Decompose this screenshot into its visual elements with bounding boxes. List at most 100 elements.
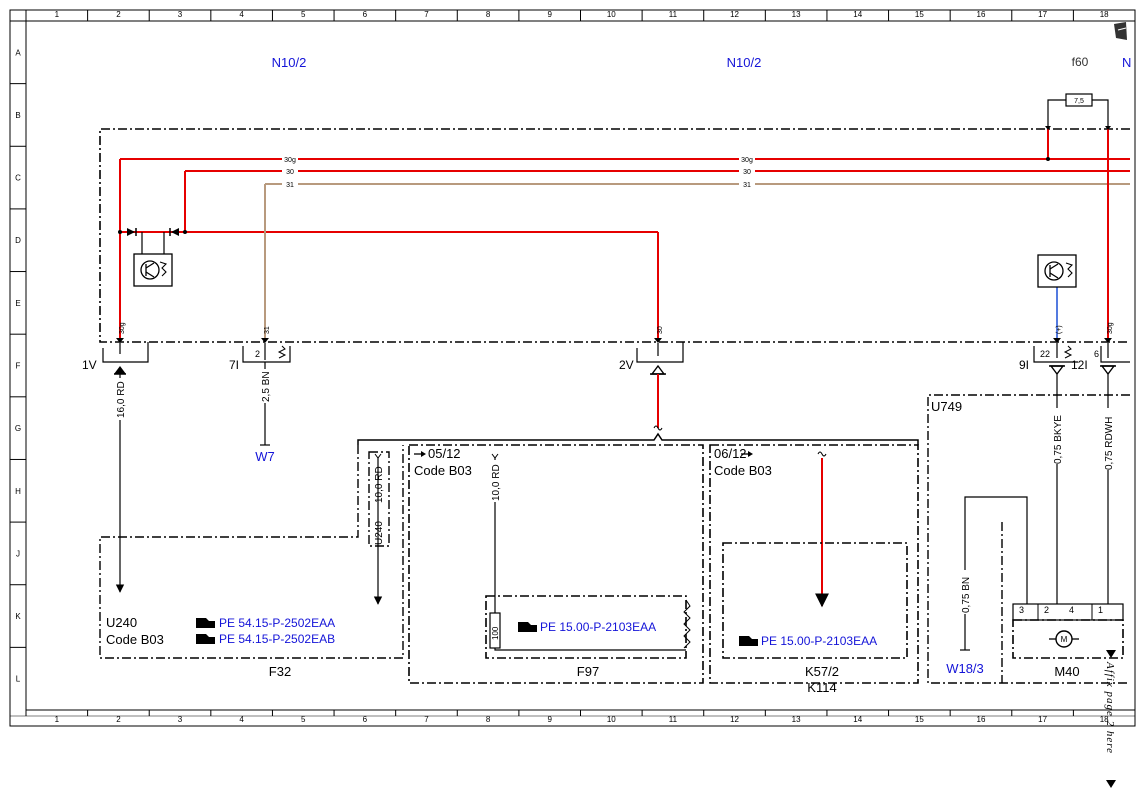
column-ruler: 1122334455667788991010111112121313141415… xyxy=(25,10,1109,724)
column-number: 1 xyxy=(55,10,60,19)
row-letter: J xyxy=(16,549,20,558)
u240-box xyxy=(99,445,404,659)
column-number: 1 xyxy=(55,715,60,724)
variant-0612-code: Code B03 xyxy=(714,463,772,478)
affix-note-arrows xyxy=(1106,650,1116,788)
transistor-symbol-left xyxy=(133,253,173,287)
column-number: 16 xyxy=(977,10,986,19)
column-number: 5 xyxy=(301,10,306,19)
connector-housings xyxy=(102,338,1130,376)
bus-label-31: 31 xyxy=(286,182,294,189)
column-number: 14 xyxy=(853,10,862,19)
ref-hand-icons xyxy=(196,618,758,646)
row-letter: L xyxy=(16,675,21,684)
pin-label-30-mid: 30 xyxy=(657,326,664,334)
m40-motor-box xyxy=(1012,603,1124,659)
f97-resistor-value: 100 xyxy=(491,626,500,640)
page-corner-icon xyxy=(1114,22,1127,40)
bus-label-30-right: 30 xyxy=(743,169,751,176)
pin-label-plus: (+) xyxy=(1056,325,1063,334)
column-number: 11 xyxy=(669,715,678,724)
bus-lines xyxy=(120,158,1130,185)
drawing-frame xyxy=(9,9,1136,727)
wire-u240-tag: U240 xyxy=(374,521,385,545)
m40-pin-2: 2 xyxy=(1044,605,1049,615)
pin-label-30g-right: 30g xyxy=(1107,322,1114,334)
m40-pin-3: 3 xyxy=(1019,605,1024,615)
fuse-f60-label: f60 xyxy=(1072,55,1089,69)
wire-2-5-bn: 2,5 BN xyxy=(261,371,272,402)
module-label-n10-2-right: N10/2 xyxy=(727,55,762,70)
bus-label-31-right: 31 xyxy=(743,182,751,189)
bus-labels: 30g 30 31 30g 30 31 xyxy=(282,155,755,189)
connector-1v: 1V xyxy=(82,358,97,372)
module-label-n-edge: N xyxy=(1122,55,1131,70)
ground-w18-3: W18/3 xyxy=(946,661,984,676)
n10-2-module-border xyxy=(99,128,1130,343)
column-number: 17 xyxy=(1038,715,1047,724)
column-number: 7 xyxy=(424,10,429,19)
module-label-u749: U749 xyxy=(931,399,962,414)
column-number: 18 xyxy=(1100,10,1109,19)
pin-label-22: 22 xyxy=(1040,349,1050,359)
affix-note: Affix page 2 here xyxy=(1104,661,1116,754)
column-number: 15 xyxy=(915,10,924,19)
connector-2v: 2V xyxy=(619,358,634,372)
pin-label-2-left: 2 xyxy=(255,349,260,359)
u240-code: Code B03 xyxy=(106,632,164,647)
column-number: 12 xyxy=(730,715,739,724)
connector-9i: 9I xyxy=(1019,358,1029,372)
module-label-f97: F97 xyxy=(577,664,599,679)
column-number: 15 xyxy=(915,715,924,724)
column-number: 3 xyxy=(178,10,183,19)
bus-label-30: 30 xyxy=(286,169,294,176)
wire-16-rd: 16,0 RD xyxy=(116,381,127,418)
bus-label-30g-right: 30g xyxy=(741,157,753,164)
ground-w7: W7 xyxy=(255,449,275,464)
connector-7i: 7I xyxy=(229,358,239,372)
module-label-k57-2: K57/2 xyxy=(805,664,839,679)
ref-link-pe-2502eaa[interactable]: PE 54.15-P-2502EAA xyxy=(219,616,335,630)
column-number: 6 xyxy=(363,715,368,724)
column-number: 2 xyxy=(116,715,121,724)
pin-label-30g-left: 30g xyxy=(119,322,126,334)
fuse-f60-rating: 7,5 xyxy=(1074,98,1084,105)
column-number: 11 xyxy=(669,10,678,19)
row-letter: C xyxy=(15,174,21,183)
f97-heater-coil xyxy=(683,599,691,649)
module-label-n10-2-left: N10/2 xyxy=(272,55,307,70)
column-number: 13 xyxy=(792,715,801,724)
bus-label-30g: 30g xyxy=(284,157,296,164)
pin-label-6: 6 xyxy=(1094,349,1099,359)
column-number: 18 xyxy=(1100,715,1109,724)
row-letter: G xyxy=(15,424,21,433)
row-letter: F xyxy=(16,362,21,371)
pin-labels: 30g 31 30 (+) 30g xyxy=(119,322,1114,334)
ref-link-pe-2103-k57[interactable]: PE 15.00-P-2103EAA xyxy=(761,634,877,648)
column-number: 8 xyxy=(486,10,491,19)
column-number: 12 xyxy=(730,10,739,19)
column-number: 2 xyxy=(116,10,121,19)
ref-link-pe-2502eab[interactable]: PE 54.15-P-2502EAB xyxy=(219,632,335,646)
m40-pin-1: 1 xyxy=(1098,605,1103,615)
ref-link-pe-2103-f97[interactable]: PE 15.00-P-2103EAA xyxy=(540,620,656,634)
column-number: 13 xyxy=(792,10,801,19)
connector-12i: 12I xyxy=(1071,358,1088,372)
column-number: 16 xyxy=(977,715,986,724)
column-number: 7 xyxy=(424,715,429,724)
column-number: 4 xyxy=(239,10,244,19)
wire-10-rd-u240: 10,0 RD xyxy=(374,466,385,503)
k57-2-box xyxy=(709,444,919,684)
column-number: 17 xyxy=(1038,10,1047,19)
fuse-f60-terminals xyxy=(1045,126,1111,130)
transistor-symbol-right xyxy=(1037,254,1077,288)
column-number: 4 xyxy=(239,715,244,724)
row-letter: K xyxy=(15,612,21,621)
column-number: 9 xyxy=(547,10,552,19)
variant-arrows xyxy=(414,451,753,457)
column-number: 5 xyxy=(301,715,306,724)
column-number: 3 xyxy=(178,715,183,724)
wire-10-rd-f97: 10,0 RD xyxy=(491,464,502,501)
